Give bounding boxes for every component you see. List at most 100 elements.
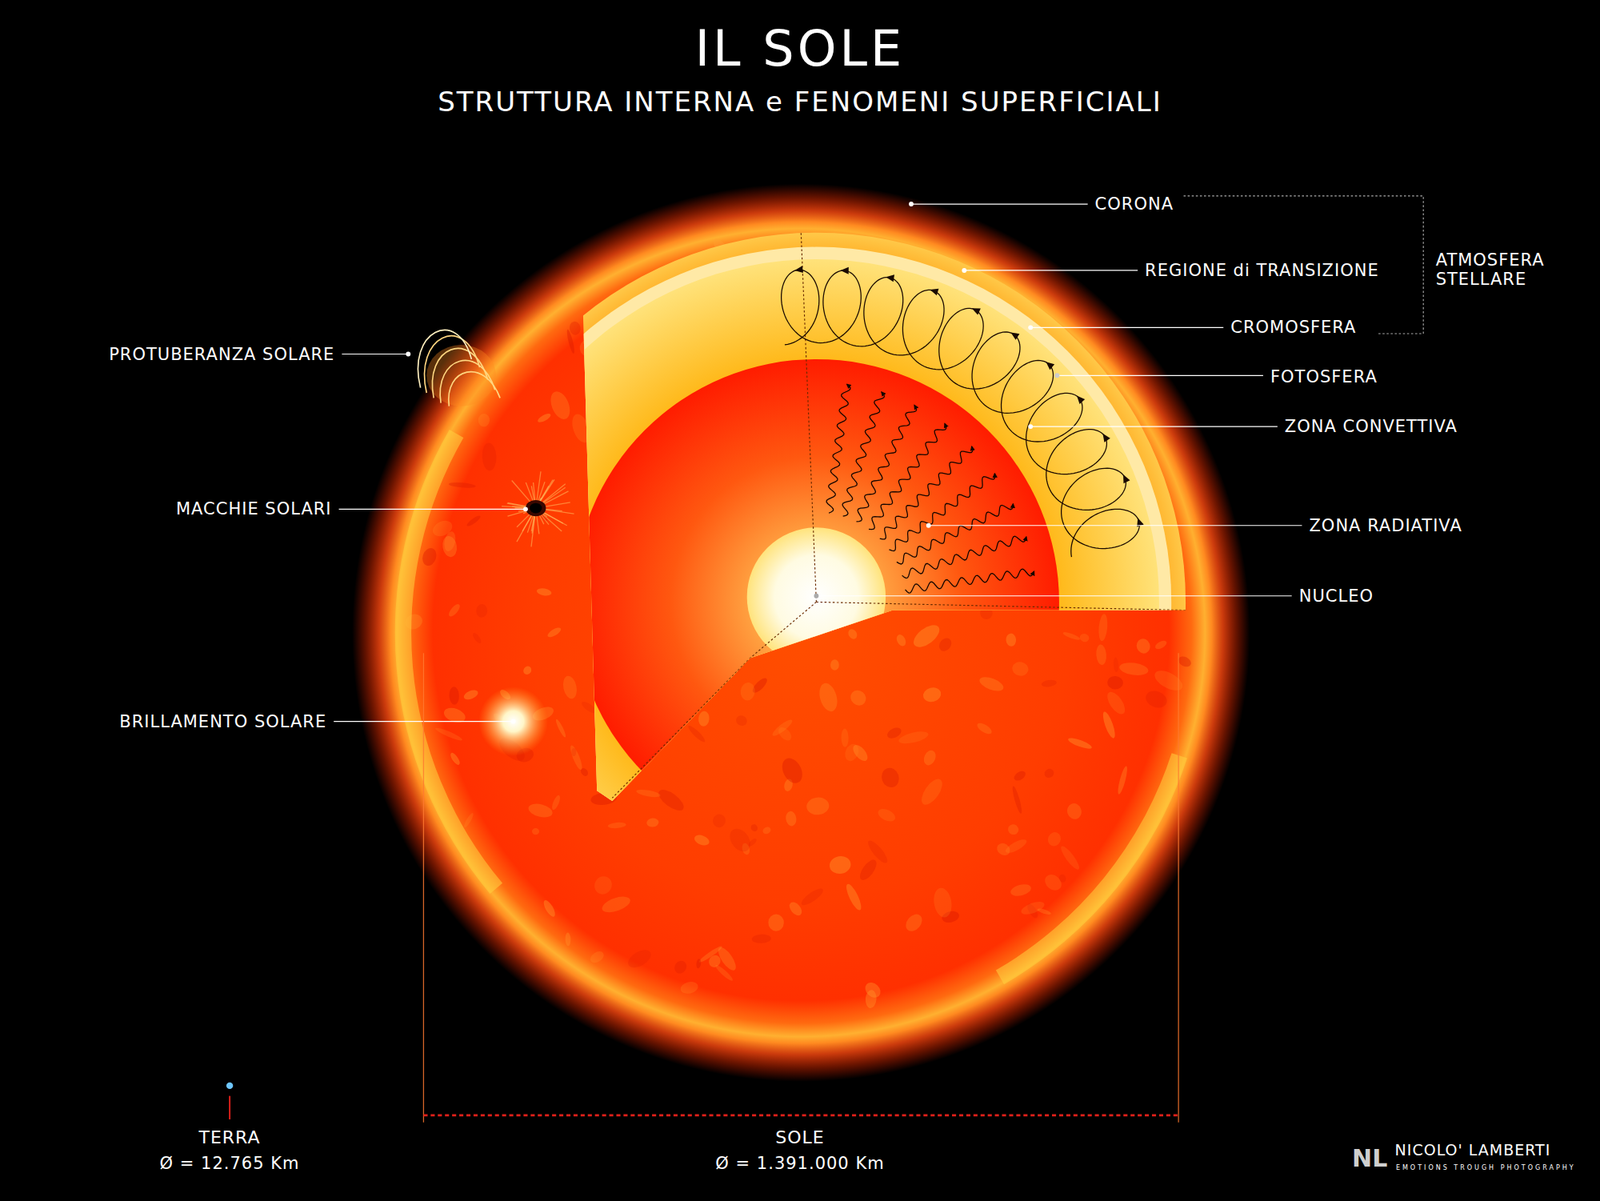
texture-blob <box>828 854 852 876</box>
texture-blob <box>1064 801 1084 821</box>
texture-blob <box>521 664 533 676</box>
feature-label: BRILLAMENTO SOLARE <box>119 712 327 732</box>
texture-blob <box>672 958 689 976</box>
texture-blob <box>725 824 755 856</box>
texture-blob <box>477 412 491 428</box>
radiation-wave <box>888 473 995 552</box>
texture-blob <box>1151 666 1186 695</box>
texture-blob <box>636 788 661 799</box>
coil-arrowhead <box>840 267 848 275</box>
texture-blob <box>588 948 606 965</box>
texture-blob <box>546 625 563 639</box>
subtitle: STRUTTURA INTERNA e FENOMENI SUPERFICIAL… <box>437 86 1163 118</box>
texture-blob <box>1041 871 1064 894</box>
texture-blob <box>679 980 700 996</box>
texture-blob <box>600 893 632 916</box>
texture-blob <box>876 806 897 824</box>
texture-blob <box>1097 613 1109 642</box>
texture-blob <box>1095 644 1108 666</box>
texture-blob <box>541 898 558 919</box>
texture-blob <box>894 632 908 648</box>
texture-blob <box>560 674 579 700</box>
prominence <box>417 330 500 407</box>
radiation-wave <box>905 568 1035 593</box>
radiation-wave <box>826 384 851 513</box>
coil-arrowhead <box>1100 431 1111 442</box>
texture-blob <box>787 900 805 918</box>
texture-blob <box>784 810 797 827</box>
texture-blob <box>441 704 468 725</box>
layer-label: CROMOSFERA <box>1230 317 1356 337</box>
core <box>747 527 886 666</box>
logo-mark: NL <box>1352 1144 1388 1172</box>
texture-blob <box>1009 882 1033 899</box>
texture-blob <box>692 832 711 848</box>
texture-blob <box>1112 656 1119 672</box>
leader-lines <box>333 204 1302 722</box>
texture-blob <box>1153 639 1168 652</box>
texture-blob <box>1045 829 1064 848</box>
layer-label: CORONA <box>1095 194 1174 214</box>
coil-arrowhead <box>794 265 804 274</box>
convection-coil <box>781 265 1144 557</box>
leader-dots <box>405 201 1060 724</box>
texture-blob <box>536 587 552 597</box>
texture-blob <box>1100 710 1118 740</box>
texture-blob <box>536 412 552 424</box>
radiation-waves <box>826 384 1034 593</box>
texture-blob <box>420 546 439 568</box>
radiation-wave <box>842 392 884 516</box>
limb-arc <box>395 429 503 894</box>
layer-label: ZONA RADIATIVA <box>1308 516 1462 536</box>
texture-blob <box>579 766 590 777</box>
texture-blob <box>462 812 475 829</box>
texture-blob <box>1042 767 1056 780</box>
coil-path <box>781 269 1140 557</box>
texture-blob <box>921 685 943 704</box>
texture-blob <box>568 744 584 771</box>
texture-blob <box>554 718 568 739</box>
texture-blob <box>1004 836 1029 856</box>
texture-blob <box>571 748 577 756</box>
texture-blob <box>846 627 859 640</box>
texture-blob <box>527 801 555 820</box>
texture-blob <box>442 530 457 552</box>
texture-blob <box>761 825 772 836</box>
texture-blob <box>607 821 627 829</box>
texture-blob <box>1104 688 1129 717</box>
texture-blob <box>697 710 710 727</box>
title: IL SOLE <box>695 20 905 78</box>
texture-blob <box>465 514 482 528</box>
texture-blob <box>448 751 462 766</box>
texture-blob <box>740 681 756 701</box>
texture-blob <box>768 913 784 932</box>
texture-blob <box>462 688 480 702</box>
texture-blob <box>686 724 707 744</box>
coil-arrowhead <box>928 286 939 296</box>
texture-blob <box>711 812 728 830</box>
texture-blob <box>1006 822 1021 837</box>
coil-arrowhead <box>885 273 895 282</box>
texture-blob <box>770 717 794 739</box>
coil-arrowhead <box>1120 472 1131 484</box>
earth-scale-line <box>228 1096 231 1120</box>
coil-arrowhead <box>1044 359 1056 370</box>
texture-blob <box>1067 736 1093 751</box>
radiation-wave <box>868 423 947 529</box>
texture-blob <box>1118 660 1149 677</box>
texture-blob <box>624 946 654 972</box>
texture-blob <box>1012 768 1028 783</box>
texture-blob <box>879 765 902 790</box>
spot-penumbra <box>525 500 547 516</box>
feature-label: MACCHIE SOLARI <box>176 499 332 519</box>
scale-name: SOLE <box>775 1128 824 1148</box>
texture-blob <box>1078 632 1090 644</box>
texture-blob <box>921 748 938 767</box>
texture-blob <box>897 728 930 746</box>
texture-blob <box>696 958 702 969</box>
texture-blob <box>864 989 877 1009</box>
watermark-tagline: EMOTIONS TROUGH PHOTOGRAPHY <box>1396 1164 1576 1172</box>
texture-blob <box>550 794 562 812</box>
texture-blob <box>734 713 749 728</box>
texture-blob <box>646 817 660 828</box>
